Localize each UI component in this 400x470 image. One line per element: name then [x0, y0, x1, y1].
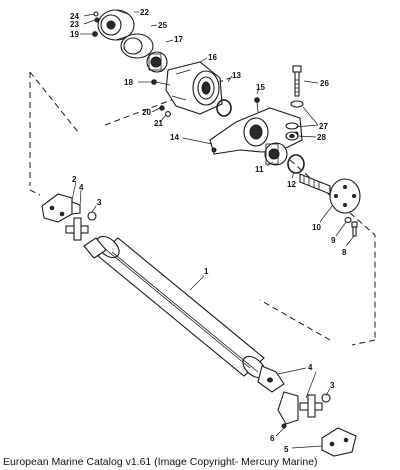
cross-bearing-upper — [65, 211, 97, 241]
label-23: 23 — [70, 20, 79, 29]
label-26: 26 — [320, 79, 329, 88]
cross-bearing-lower — [299, 393, 331, 418]
label-22: 22 — [140, 8, 149, 17]
label-17: 17 — [174, 35, 183, 44]
universal-joint-yoke-upper — [41, 193, 81, 223]
drive-shaft-tube-1 — [83, 235, 266, 379]
small-screw-19 — [92, 31, 98, 37]
bolt-8 — [351, 221, 358, 237]
image-caption: European Marine Catalog v1.61 (Image Cop… — [3, 456, 318, 468]
label-21: 21 — [154, 119, 163, 128]
label-18: 18 — [124, 78, 133, 87]
bearing-housing-16 — [165, 61, 223, 115]
label-8: 8 — [342, 248, 347, 257]
retaining-ring-12 — [287, 154, 305, 174]
small-fitting-24 — [93, 11, 99, 17]
slip-yoke-lower — [257, 365, 285, 393]
label-3: 3 — [97, 198, 102, 207]
label-27: 27 — [319, 122, 328, 131]
snap-ring-13 — [216, 99, 232, 117]
label-10: 10 — [312, 223, 321, 232]
label-2: 2 — [72, 175, 77, 184]
screw-20 — [159, 105, 165, 111]
yoke-lower — [277, 391, 299, 425]
label-1: 1 — [204, 267, 209, 276]
label-6: 6 — [270, 434, 275, 443]
label-5: 5 — [284, 445, 289, 454]
flange-shaft-10 — [299, 173, 361, 214]
leader-lines — [71, 11, 355, 449]
bolt-26 — [292, 65, 302, 97]
bearing-support-bracket-14 — [209, 107, 303, 155]
label-13: 13 — [232, 71, 241, 80]
label-28: 28 — [317, 133, 326, 142]
label-19: 19 — [70, 30, 79, 39]
label-9: 9 — [331, 236, 336, 245]
bearing-cap-22 — [97, 9, 135, 41]
label-4-lower: 4 — [308, 363, 313, 372]
seal-ring-25 — [120, 33, 154, 59]
label-12: 12 — [287, 180, 296, 189]
label-24: 24 — [70, 12, 79, 21]
label-15: 15 — [256, 83, 265, 92]
part-number-labels: 22 24 23 19 25 17 16 13 26 15 18 20 21 2… — [70, 8, 347, 454]
label-4: 4 — [79, 183, 84, 192]
label-16: 16 — [208, 53, 217, 62]
companion-flange-5 — [321, 427, 357, 457]
label-14: 14 — [170, 133, 179, 142]
nut-28 — [285, 131, 299, 141]
washer-21 — [165, 111, 171, 117]
washer-27 — [285, 100, 304, 130]
bearing-17 — [146, 51, 168, 73]
lock-washer-9 — [344, 217, 352, 223]
label-3-lower: 3 — [330, 381, 335, 390]
small-screw-23 — [94, 17, 100, 23]
bearing-11 — [264, 142, 288, 166]
grease-fitting-6 — [281, 423, 287, 429]
label-20: 20 — [142, 108, 151, 117]
label-25: 25 — [158, 21, 167, 30]
lube-fitting-15 — [254, 97, 260, 113]
label-11: 11 — [255, 165, 264, 174]
